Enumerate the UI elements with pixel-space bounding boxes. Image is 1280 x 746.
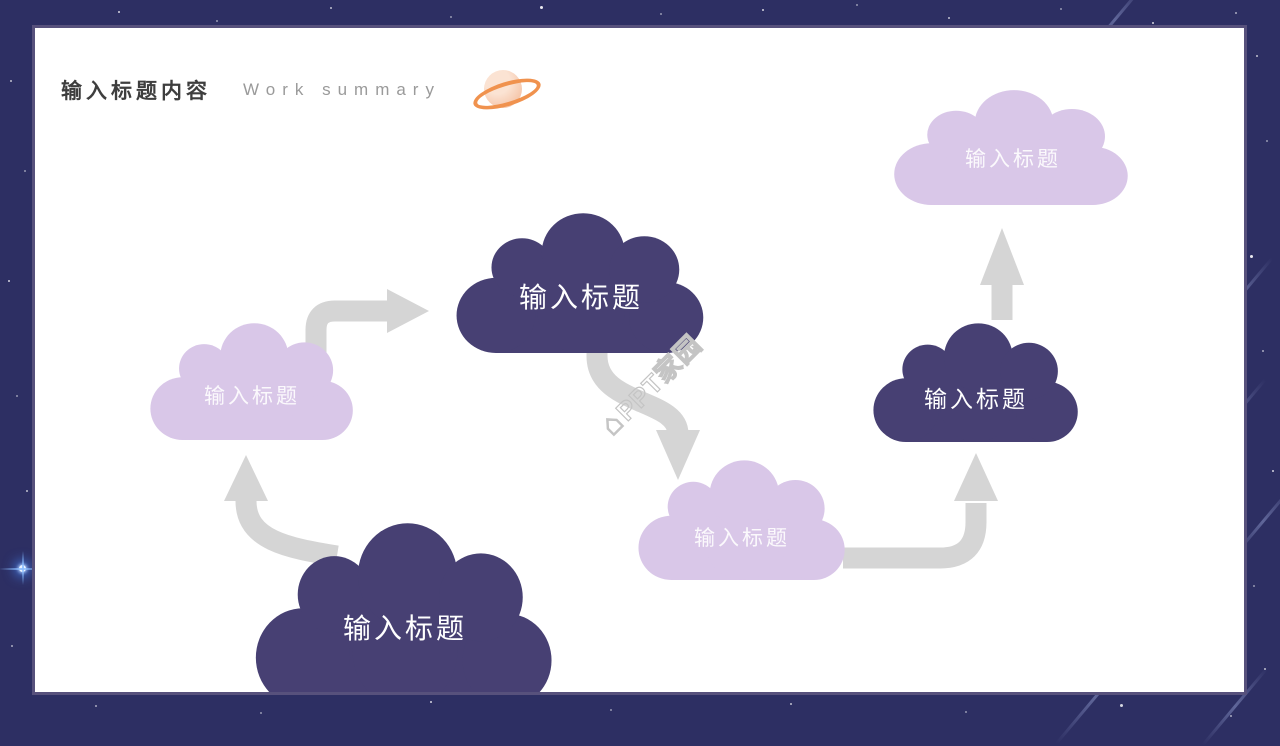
saturn-body bbox=[483, 70, 522, 108]
star-icon bbox=[95, 705, 97, 707]
cloud-middle: 输入标题 bbox=[638, 460, 845, 580]
star-icon bbox=[26, 490, 28, 492]
cloud-label: 输入标题 bbox=[924, 386, 1028, 412]
star-icon bbox=[118, 11, 120, 13]
star-icon bbox=[1250, 255, 1253, 258]
arrow-left-to-center bbox=[305, 289, 429, 360]
star-icon bbox=[1120, 704, 1123, 707]
star-icon bbox=[260, 712, 262, 714]
arrow-right-to-topright bbox=[980, 228, 1024, 320]
saturn-planet-icon bbox=[470, 66, 544, 116]
cloud-right: 输入标题 bbox=[873, 323, 1078, 442]
star-icon bbox=[540, 6, 543, 9]
bright-star-icon bbox=[0, 551, 45, 585]
star-icon bbox=[1230, 715, 1232, 717]
arrow-center-to-middle bbox=[586, 328, 700, 480]
star-icon bbox=[762, 9, 764, 11]
star-icon bbox=[8, 280, 10, 282]
arrow-middle-to-right bbox=[843, 453, 998, 569]
star-icon bbox=[1060, 8, 1062, 10]
arrow-bottom-to-left bbox=[224, 455, 339, 567]
cloud-label: 输入标题 bbox=[694, 527, 790, 550]
star-icon bbox=[790, 703, 792, 705]
star-icon bbox=[1262, 350, 1264, 352]
star-icon bbox=[430, 701, 432, 703]
cloud-label: 输入标题 bbox=[519, 282, 643, 313]
star-icon bbox=[610, 709, 612, 711]
star-icon bbox=[1266, 140, 1268, 142]
cloud-label: 输入标题 bbox=[343, 613, 467, 644]
star-icon bbox=[1253, 585, 1255, 587]
star-icon bbox=[965, 711, 967, 713]
star-icon bbox=[1152, 22, 1154, 24]
star-icon bbox=[11, 645, 13, 647]
star-icon bbox=[16, 395, 18, 397]
slide-panel: 输入标题内容 Work summary bbox=[35, 28, 1244, 692]
star-icon bbox=[1272, 470, 1274, 472]
slide-header: 输入标题内容 Work summary bbox=[61, 62, 544, 118]
cloud-center-top: 输入标题 bbox=[456, 213, 704, 353]
star-icon bbox=[10, 80, 12, 82]
cloud-top-right: 输入标题 bbox=[894, 90, 1128, 205]
page-subtitle: Work summary bbox=[243, 80, 441, 99]
star-icon bbox=[856, 4, 858, 6]
page-title: 输入标题内容 bbox=[61, 80, 211, 103]
star-icon bbox=[948, 17, 950, 19]
star-icon bbox=[660, 13, 662, 15]
star-icon bbox=[216, 20, 218, 22]
star-icon bbox=[450, 16, 452, 18]
cloud-left: 输入标题 bbox=[150, 323, 353, 440]
star-icon bbox=[330, 7, 332, 9]
star-icon bbox=[1256, 55, 1258, 57]
star-icon bbox=[1235, 12, 1237, 14]
cloud-label: 输入标题 bbox=[204, 385, 300, 408]
star-icon bbox=[24, 170, 26, 172]
cloud-flow-diagram: 输入标题 输入标题 输入标题 输入标题 输入标题 输入标题 bbox=[150, 90, 1128, 692]
cloud-label: 输入标题 bbox=[965, 148, 1061, 171]
star-icon bbox=[1264, 668, 1266, 670]
cloud-bottom: 输入标题 bbox=[255, 523, 552, 692]
